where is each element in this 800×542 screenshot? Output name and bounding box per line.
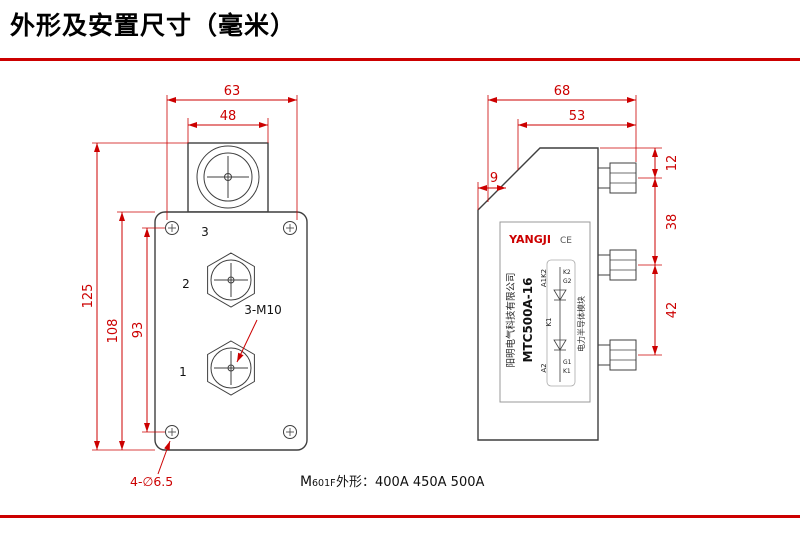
footer-note-m: M — [300, 474, 312, 490]
side-bolt-top — [597, 162, 637, 194]
side-view: YANGJI CE 阳明电气科技有限公司 MTC500A-16 电力半导体模块 … — [477, 147, 637, 441]
brand-logo: YANGJI — [508, 233, 551, 246]
terminal-label-2: 2 — [182, 277, 190, 291]
terminal-label-1: 1 — [179, 365, 187, 379]
schematic-label-k1: K1 — [545, 317, 553, 326]
bottom-divider-rule — [0, 515, 800, 518]
dim-63-label: 63 — [224, 84, 241, 99]
mounting-hole-top-left — [165, 221, 179, 235]
ce-mark: CE — [560, 236, 572, 246]
mounting-hole-bottom-left — [165, 425, 179, 439]
product-sticker: YANGJI CE 阳明电气科技有限公司 MTC500A-16 电力半导体模块 … — [499, 221, 591, 403]
product-type: 电力半导体模块 — [576, 296, 586, 352]
front-body — [154, 211, 308, 451]
front-top-terminal — [196, 145, 260, 209]
front-terminal-1 — [207, 340, 255, 396]
thread-note: 3-M10 — [244, 303, 282, 317]
footer-note: M 601F 外形：400A 450A 500A — [300, 474, 484, 490]
schematic-label-g1: G1 — [563, 359, 572, 366]
dim-108-label: 108 — [106, 319, 121, 344]
mounting-hole-top-right — [283, 221, 297, 235]
dim-9-label: 9 — [490, 171, 498, 186]
hole-note: 4-∅6.5 — [130, 474, 173, 489]
dim-93-label: 93 — [131, 322, 146, 339]
schematic-label-k1b: K1 — [563, 368, 571, 375]
schematic-label-k2: K2 — [563, 269, 571, 276]
dim-38-label: 38 — [665, 214, 680, 231]
dim-48-label: 48 — [220, 109, 237, 124]
page-title: 外形及安置尺寸（毫米） — [10, 11, 297, 40]
circuit-schematic: A1K2 K1 A2 K2 G2 G1 K1 — [540, 259, 576, 387]
dim-42-label: 42 — [665, 302, 680, 319]
mounting-hole-bottom-right — [283, 425, 297, 439]
terminal-label-3: 3 — [201, 225, 209, 239]
dim-12-label: 12 — [665, 155, 680, 172]
footer-note-rest: 外形：400A 450A 500A — [336, 475, 484, 490]
front-view-dimensions: 63 48 125 108 93 3-M10 4-∅6.5 — [81, 84, 298, 489]
dim-68-label: 68 — [554, 84, 571, 99]
side-view-dimensions: 68 53 9 12 38 42 — [477, 84, 680, 356]
front-view: 3 2 1 — [154, 142, 308, 451]
schematic-label-a1k2: A1K2 — [540, 269, 548, 287]
schematic-label-a2: A2 — [540, 363, 548, 372]
side-bolt-bottom — [597, 339, 637, 371]
front-terminal-2 — [207, 252, 255, 308]
footer-note-sub: 601F — [312, 478, 336, 489]
company-name: 阳明电气科技有限公司 — [505, 272, 517, 367]
top-divider-rule — [0, 58, 800, 61]
technical-drawing: 3 2 1 63 48 125 108 93 3-M10 4-∅6.5 — [81, 84, 680, 490]
dim-125-label: 125 — [81, 284, 96, 309]
model-number: MTC500A-16 — [521, 278, 535, 363]
dim-53-label: 53 — [569, 109, 586, 124]
schematic-label-g2: G2 — [563, 278, 572, 285]
side-bolt-middle — [597, 249, 637, 281]
